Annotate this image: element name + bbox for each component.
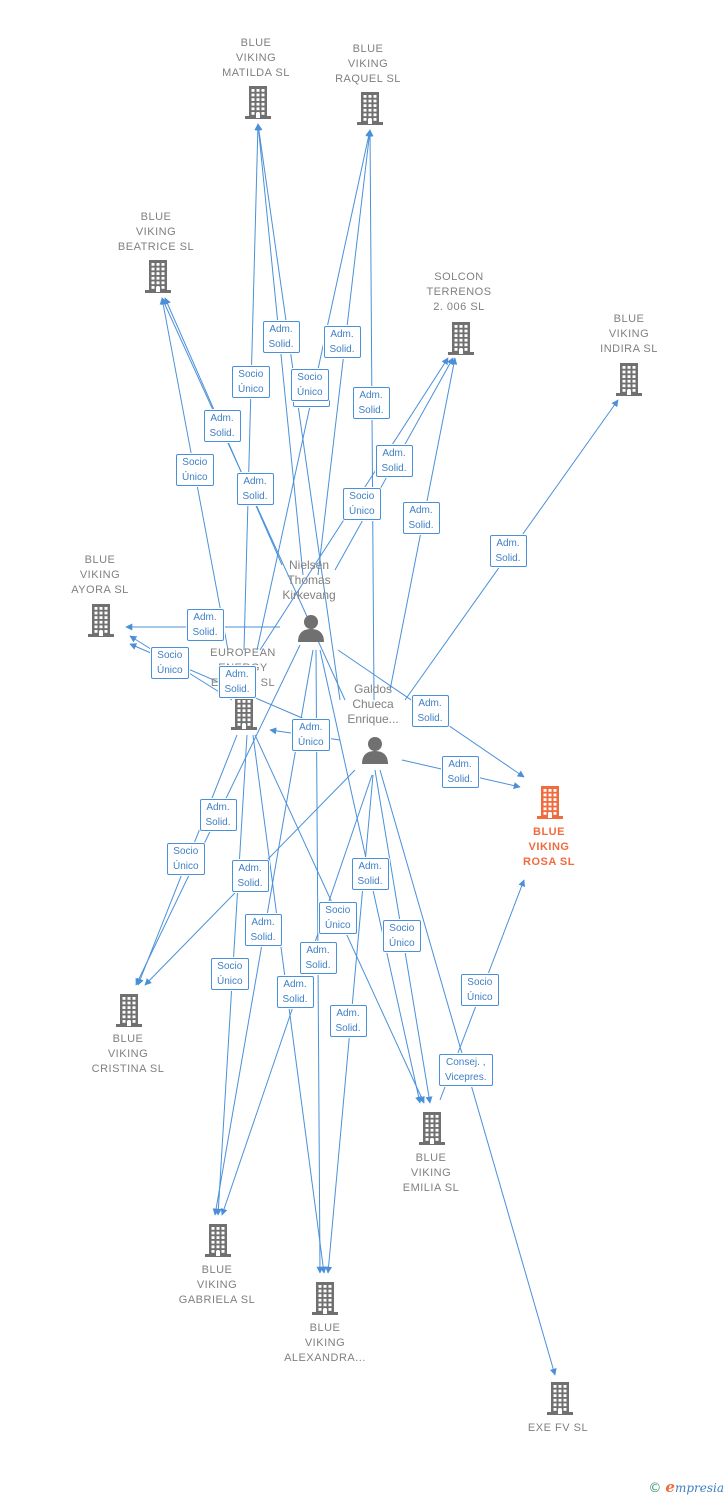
building-icon[interactable] <box>143 258 173 299</box>
edge-label-nielsen-to-matilda[interactable]: Adm. Solid. <box>262 321 300 353</box>
edge-label-european-to-solcon[interactable]: Socio Único <box>343 488 381 520</box>
edge-label-nielsen-to-cristina[interactable]: Adm. Solid. <box>199 799 237 831</box>
edge-label-nielsen-to-emilia[interactable]: Adm. Solid. <box>351 858 389 890</box>
edge-label-galdos-to-exe[interactable]: Consej. , Vicepres. <box>439 1054 493 1086</box>
node-label-raquel[interactable]: BLUE VIKING RAQUEL SL <box>335 43 401 85</box>
node-label-emilia[interactable]: BLUE VIKING EMILIA SL <box>402 1152 460 1194</box>
node-label-alexandra[interactable]: BLUE VIKING ALEXANDRA... <box>284 1322 366 1364</box>
edge-label-nielsen-to-ayora[interactable]: Adm. Solid. <box>186 609 224 641</box>
edge-label-european-to-raquel[interactable]: Socio Único <box>291 369 329 401</box>
edge-galdos-to-matilda <box>255 123 341 701</box>
building-icon[interactable] <box>614 361 644 402</box>
building-icon[interactable] <box>229 695 259 736</box>
brand-initial: e <box>665 1478 675 1496</box>
edge-label-galdos-to-cristina[interactable]: Adm. Solid. <box>231 860 269 892</box>
person-icon[interactable] <box>296 613 326 648</box>
edge-label-nielsen-to-gabriela[interactable]: Adm. Solid. <box>244 914 282 946</box>
edge-label-galdos-to-beatrice[interactable]: Adm. Solid. <box>236 473 274 505</box>
edge-label-nielsen-to-rosa[interactable]: Adm. Solid. <box>411 695 449 727</box>
edge-label-european-to-alexandra[interactable]: Socio Único <box>319 902 357 934</box>
building-icon[interactable] <box>545 1380 575 1421</box>
person-icon[interactable] <box>360 735 390 770</box>
node-label-solcon[interactable]: SOLCON TERRENOS 2. 006 SL <box>426 271 492 313</box>
edge-label-european-to-ayora[interactable]: Socio Único <box>151 647 189 679</box>
node-label-gabriela[interactable]: BLUE VIKING GABRIELA SL <box>178 1264 256 1306</box>
building-icon[interactable] <box>355 90 385 131</box>
edge-label-galdos-to-indira[interactable]: Adm. Solid. <box>489 535 527 567</box>
node-label-ayora[interactable]: BLUE VIKING AYORA SL <box>71 554 129 596</box>
building-icon[interactable] <box>114 992 144 1033</box>
node-label-cristina[interactable]: BLUE VIKING CRISTINA SL <box>91 1033 165 1075</box>
edge-label-nielsen-to-raquel[interactable]: Adm. Solid. <box>323 326 361 358</box>
edge-label-european-to-cristina[interactable]: Socio Único <box>167 843 205 875</box>
edge-label-european-to-emilia[interactable]: Socio Único <box>383 920 421 952</box>
edge-label-european-to-gabriela[interactable]: Socio Único <box>211 958 249 990</box>
building-icon[interactable] <box>446 320 476 361</box>
edge-label-european-to-beatrice[interactable]: Socio Único <box>176 454 214 486</box>
node-label-indira[interactable]: BLUE VIKING INDIRA SL <box>600 313 658 355</box>
edge-label-nielsen-to-alexandra[interactable]: Adm. Solid. <box>299 942 337 974</box>
building-icon[interactable] <box>535 784 565 825</box>
building-icon[interactable] <box>86 602 116 643</box>
edge-label-galdos-to-rosa[interactable]: Adm. Solid. <box>441 756 479 788</box>
edge-label-galdos-to-gabriela[interactable]: Adm. Solid. <box>276 976 314 1008</box>
edge-label-emilia-to-rosa[interactable]: Socio Único <box>461 974 499 1006</box>
node-label-galdos[interactable]: Galdos Chueca Enrique... <box>347 682 399 726</box>
empresia-logo[interactable]: ©empresia <box>648 1478 724 1496</box>
edge-label-european-to-matilda[interactable]: Socio Único <box>232 366 270 398</box>
edge-label-galdos-to-alexandra[interactable]: Adm. Solid. <box>329 1005 367 1037</box>
node-label-beatrice[interactable]: BLUE VIKING BEATRICE SL <box>117 211 195 253</box>
building-icon[interactable] <box>203 1222 233 1263</box>
building-icon[interactable] <box>417 1110 447 1151</box>
node-label-matilda[interactable]: BLUE VIKING MATILDA SL <box>222 37 290 79</box>
brand-name: mpresia <box>674 1481 724 1495</box>
copyright-symbol: © <box>648 1481 662 1496</box>
building-icon[interactable] <box>310 1280 340 1321</box>
edge-label-galdos-to-raquel[interactable]: Adm. Solid. <box>352 387 390 419</box>
edge-label-galdos-to-solcon[interactable]: Adm. Solid. <box>402 502 440 534</box>
edge-label-galdos-to-ayora[interactable]: Adm. Solid. <box>218 666 256 698</box>
node-label-rosa[interactable]: BLUE VIKING ROSA SL <box>523 826 575 868</box>
edge-label-galdos-to-european[interactable]: Adm. Único <box>292 719 330 751</box>
edge-label-nielsen-to-solcon[interactable]: Adm. Solid. <box>375 445 413 477</box>
node-label-nielsen[interactable]: Nielsen Thomas Kirkevang <box>282 558 336 602</box>
edge-label-nielsen-to-beatrice[interactable]: Adm. Solid. <box>203 410 241 442</box>
building-icon[interactable] <box>243 84 273 125</box>
node-label-exe[interactable]: EXE FV SL <box>527 1422 589 1434</box>
